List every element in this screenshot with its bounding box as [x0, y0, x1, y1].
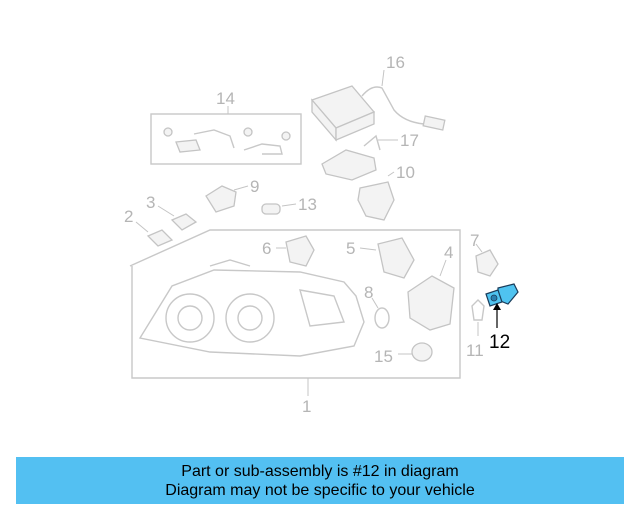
- callout-1: 1: [302, 397, 311, 416]
- small-bulb-part: 13: [261, 195, 317, 215]
- cover-part-4: 4: [407, 243, 455, 331]
- clip-part-3: 3: [146, 193, 198, 231]
- callout-4: 4: [444, 243, 453, 262]
- bracket-kit-part: 14: [150, 89, 302, 165]
- clip-part-2: 2: [124, 207, 174, 247]
- callout-11: 11: [466, 341, 484, 360]
- ballast-module-part: 16: [310, 53, 446, 142]
- callout-12: 12: [489, 332, 510, 353]
- headlamp-bulb-part: 9: [205, 177, 259, 213]
- igniter-part: 10: [357, 163, 415, 221]
- bulb-part-7: 7: [470, 231, 499, 277]
- info-banner: Part or sub-assembly is #12 in diagram D…: [16, 457, 624, 504]
- callout-6: 6: [262, 239, 271, 258]
- cap-part: 15: [374, 342, 433, 366]
- socket-part-6: 6: [262, 235, 315, 267]
- callout-9: 9: [250, 177, 259, 196]
- callout-2: 2: [124, 207, 133, 226]
- callout-3: 3: [146, 193, 155, 212]
- seal-ring-part: 8: [364, 283, 390, 329]
- headlamp-assembly-part: 1: [129, 229, 461, 416]
- callout-8: 8: [364, 283, 373, 302]
- banner-line-2: Diagram may not be specific to your vehi…: [165, 481, 475, 499]
- callout-15: 15: [374, 347, 393, 366]
- cover-part-5: 5: [346, 237, 415, 279]
- callout-5: 5: [346, 239, 355, 258]
- highlighted-socket-part-12: 12: [485, 283, 519, 353]
- callout-13: 13: [298, 195, 317, 214]
- callout-10: 10: [396, 163, 415, 182]
- callout-16: 16: [386, 53, 405, 72]
- mounting-bracket-part: 17: [321, 131, 419, 181]
- callout-14: 14: [216, 89, 235, 108]
- callout-7: 7: [470, 231, 479, 250]
- banner-line-1: Part or sub-assembly is #12 in diagram: [181, 462, 459, 480]
- parts-diagram: 16 14 17 10 9 13 2: [124, 53, 519, 416]
- callout-17: 17: [400, 131, 419, 150]
- bulb-part-11: 11: [466, 299, 485, 360]
